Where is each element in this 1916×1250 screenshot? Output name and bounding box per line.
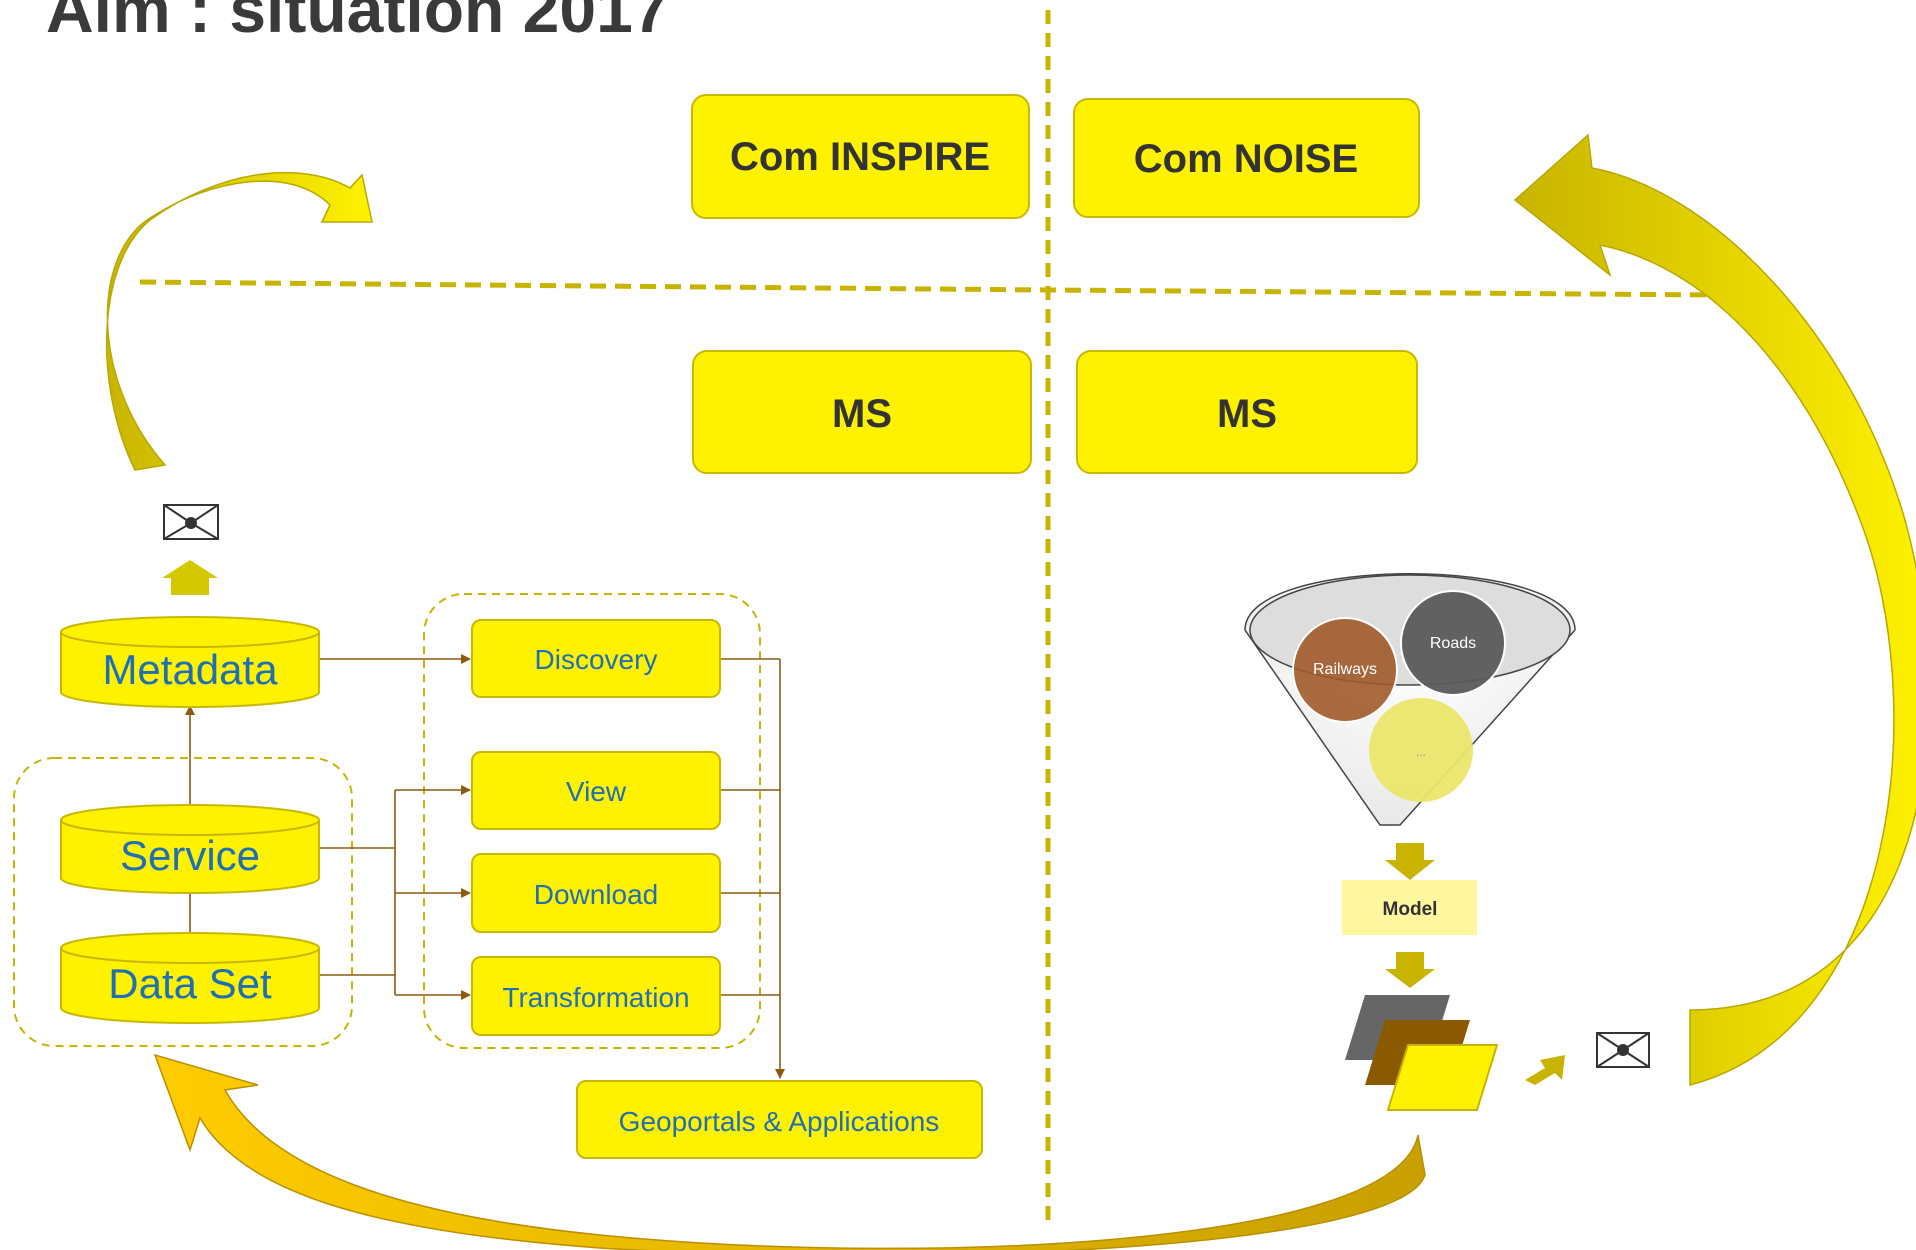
com-inspire-box: Com INSPIRE xyxy=(691,94,1030,219)
upward-curved-arrow xyxy=(105,171,373,471)
right-curved-arrow xyxy=(1513,133,1916,1086)
railways-layer-label: Railways xyxy=(1313,661,1377,678)
up-arrow-icon xyxy=(162,560,218,595)
page-title: Aim : situation 2017 xyxy=(46,0,670,46)
railways-layer-circle xyxy=(1293,618,1397,722)
discovery-box: Discovery xyxy=(471,619,721,698)
ms-left-box: MS xyxy=(692,350,1032,474)
envelope-icon xyxy=(1596,1032,1650,1068)
model-label: Model xyxy=(1383,899,1438,920)
ms-left-label: MS xyxy=(832,392,892,436)
download-label: Download xyxy=(534,879,659,910)
view-label: View xyxy=(566,776,627,807)
roads-layer-label: Roads xyxy=(1430,635,1476,652)
down-arrow-icon xyxy=(1385,843,1435,880)
transformation-label: Transformation xyxy=(502,982,689,1013)
ms-right-box: MS xyxy=(1076,350,1418,474)
other-layer-circle xyxy=(1369,698,1473,802)
com-noise-box: Com NOISE xyxy=(1073,98,1420,218)
data-funnel: ... Railways Roads xyxy=(1244,573,1576,826)
dataset-database: Data Set xyxy=(60,932,320,1024)
envelope-icon xyxy=(163,504,219,540)
com-inspire-label: Com INSPIRE xyxy=(730,135,990,179)
service-database: Service xyxy=(60,804,320,894)
small-right-arrow-icon xyxy=(1525,1055,1565,1085)
other-layer-label: ... xyxy=(1416,745,1426,759)
geoportals-box: Geoportals & Applications xyxy=(576,1080,983,1159)
dataset-label: Data Set xyxy=(108,960,272,1007)
metadata-database: Metadata xyxy=(60,616,320,708)
view-box: View xyxy=(471,751,721,830)
discovery-label: Discovery xyxy=(535,644,658,675)
down-arrow-icon xyxy=(1385,952,1435,988)
ms-right-label: MS xyxy=(1217,392,1277,436)
service-label: Service xyxy=(120,832,260,879)
horizontal-divider xyxy=(139,279,1721,298)
data-group-frame xyxy=(13,757,353,1047)
roads-layer-circle xyxy=(1401,591,1505,695)
model-box: Model xyxy=(1342,880,1477,935)
services-group-frame xyxy=(423,593,761,1049)
com-noise-label: Com NOISE xyxy=(1134,137,1358,181)
transformation-box: Transformation xyxy=(471,956,721,1036)
download-box: Download xyxy=(471,853,721,933)
metadata-label: Metadata xyxy=(102,646,278,693)
connectors xyxy=(185,654,785,1079)
output-layers-icon xyxy=(1345,995,1499,1111)
feedback-curved-arrow xyxy=(153,1053,1426,1250)
geoportals-label: Geoportals & Applications xyxy=(619,1106,940,1137)
